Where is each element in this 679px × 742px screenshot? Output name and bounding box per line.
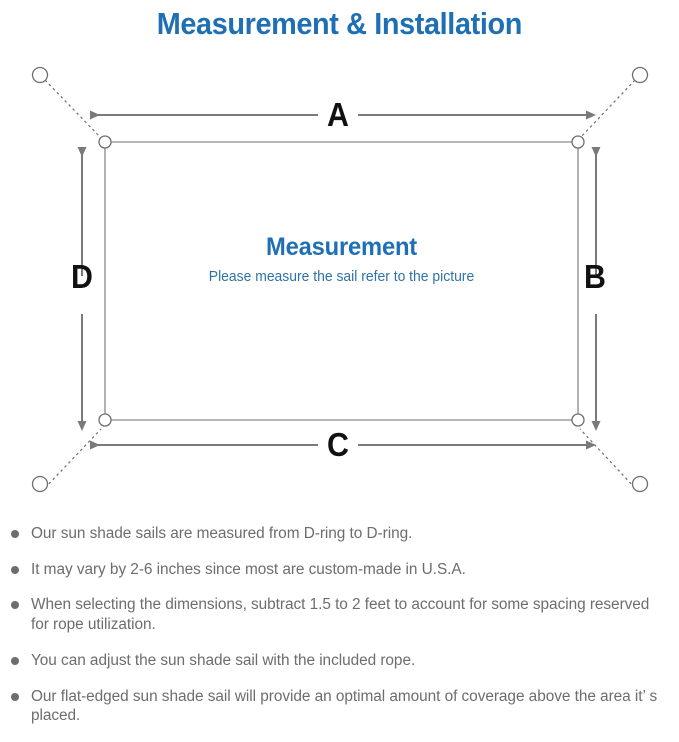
- list-item: Our sun shade sails are measured from D-…: [0, 524, 679, 544]
- d-ring-top-right: [571, 135, 585, 149]
- sail-center-heading: Measurement: [265, 233, 418, 261]
- anchor-point-bottom-left: [31, 475, 49, 493]
- list-item: Our flat-edged sun shade sail will provi…: [0, 687, 679, 726]
- bullet-icon: [11, 530, 19, 538]
- note-text: When selecting the dimensions, subtract …: [31, 596, 650, 634]
- sail-body: [104, 141, 579, 421]
- anchor-point-bottom-right: [631, 475, 649, 493]
- rope-line-bottom-right: [579, 428, 636, 489]
- dimension-label-d: D: [71, 258, 93, 295]
- note-text: You can adjust the sun shade sail with t…: [31, 651, 416, 669]
- list-item: When selecting the dimensions, subtract …: [0, 595, 679, 634]
- note-text: Our flat-edged sun shade sail will provi…: [31, 687, 658, 725]
- dimension-label-b: B: [584, 258, 606, 295]
- bullet-icon: [11, 601, 19, 610]
- measurement-diagram: A B C D Measurement Please measure the s…: [0, 48, 679, 520]
- note-text: It may vary by 2-6 inches since most are…: [31, 560, 466, 578]
- diagram-canvas: [31, 66, 649, 493]
- d-ring-bottom-left: [98, 413, 112, 427]
- sail-center-subtext: Please measure the sail refer to the pic…: [208, 268, 475, 285]
- sail-center-label: Measurement Please measure the sail refe…: [105, 233, 578, 286]
- rope-line-top-left: [44, 79, 102, 139]
- d-ring-top-left: [98, 135, 112, 149]
- page-title: Measurement & Installation: [156, 6, 523, 41]
- bullet-icon: [11, 565, 19, 574]
- bullet-icon: [11, 692, 19, 701]
- list-item: It may vary by 2-6 inches since most are…: [0, 560, 679, 580]
- d-rings: [98, 135, 585, 427]
- anchor-points: [31, 66, 649, 493]
- rope-line-bottom-left: [44, 428, 102, 489]
- title-bar: Measurement & Installation: [0, 0, 679, 48]
- anchor-point-top-left: [31, 66, 49, 84]
- d-ring-bottom-right: [571, 413, 585, 427]
- list-item: You can adjust the sun shade sail with t…: [0, 651, 679, 671]
- note-text: Our sun shade sails are measured from D-…: [31, 525, 413, 542]
- rope-lines: [44, 79, 636, 489]
- dimension-label-c: C: [327, 426, 349, 463]
- bullet-icon: [11, 656, 19, 665]
- rope-line-top-right: [579, 79, 636, 139]
- anchor-point-top-right: [631, 66, 649, 84]
- dimension-label-a: A: [327, 96, 349, 133]
- notes-list: Our sun shade sails are measured from D-…: [0, 524, 679, 742]
